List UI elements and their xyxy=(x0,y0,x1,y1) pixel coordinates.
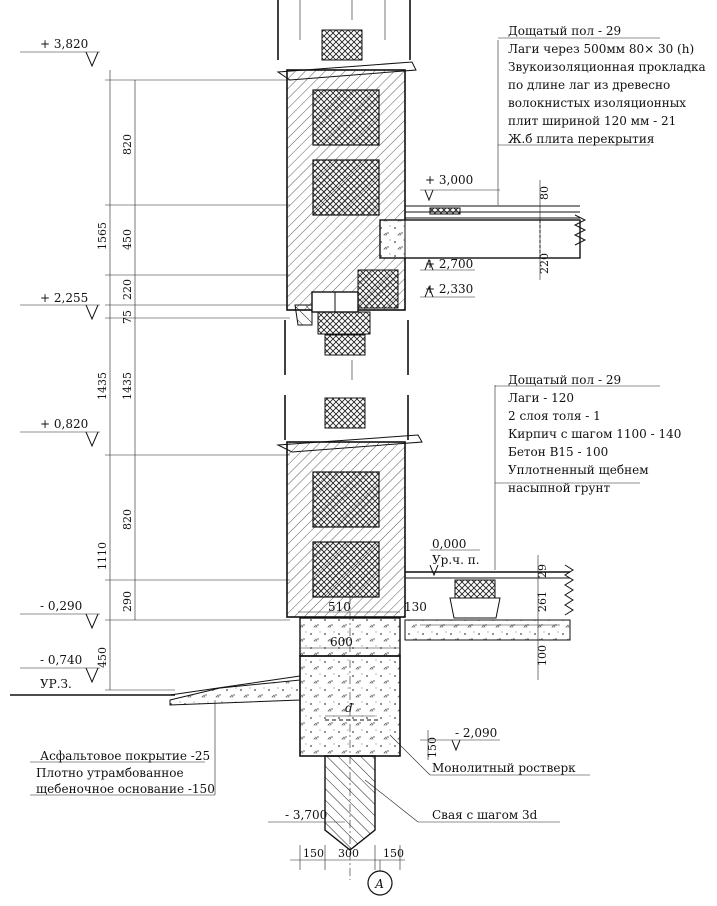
note-upper-7: Ж.б плита перекрытия xyxy=(508,132,654,146)
callout-grillage: Монолитный ростверк xyxy=(432,761,576,775)
note-lower-6: Уплотненный щебнем xyxy=(508,463,649,477)
wall-upper xyxy=(276,0,417,380)
level-minus-0290: - 0,290 xyxy=(40,599,82,613)
note-lower-7: насыпной грунт xyxy=(508,481,610,495)
level-plus-2255: + 2,255 xyxy=(40,291,88,305)
dim-100: 100 xyxy=(536,645,549,666)
dim-bottom-300: 300 xyxy=(338,847,359,860)
callout-pile: Свая с шагом 3d xyxy=(432,808,538,822)
floor-slab-upper xyxy=(379,205,587,259)
level-plus-0820: + 0,820 xyxy=(40,417,88,431)
note-upper-4: по длине лаг из древесно xyxy=(508,78,670,92)
dim-130: 130 xyxy=(404,600,427,614)
dim-29: 29 xyxy=(536,564,549,578)
dim-290: 290 xyxy=(121,591,134,612)
ground-floor xyxy=(404,564,574,641)
note-lower-1: Дощатый пол - 29 xyxy=(508,373,621,387)
dim-d: d xyxy=(345,701,353,715)
note-pavement-2: Плотно утрамбованное xyxy=(36,766,184,780)
note-upper-2: Лаги через 500мм 80× 30 (h) xyxy=(508,42,694,56)
level-plus-3820: + 3,820 xyxy=(40,37,88,51)
dim-1565: 1565 xyxy=(96,222,109,250)
dim-bottom-150-left: 150 xyxy=(303,847,324,860)
note-upper-1: Дощатый пол - 29 xyxy=(508,24,621,38)
notes-upper-floor: Дощатый пол - 29 Лаги через 500мм 80× 30… xyxy=(508,24,706,146)
dim-220: 220 xyxy=(121,279,134,300)
dim-510: 510 xyxy=(328,600,351,614)
dim-1110: 1110 xyxy=(96,542,109,570)
note-lower-5: Бетон В15 - 100 xyxy=(508,445,608,459)
level-minus-0740: - 0,740 xyxy=(40,653,82,667)
dim-820-lower: 820 xyxy=(121,509,134,530)
ground-level-label: УР.З. xyxy=(40,677,72,691)
dim-450-lower: 450 xyxy=(96,647,109,668)
wall-lower xyxy=(276,395,423,618)
level-0000: 0,000 xyxy=(432,537,466,551)
note-upper-5: волокнистых изоляционных xyxy=(508,96,686,110)
note-pavement-1: Асфальтовое покрытие -25 xyxy=(40,749,210,763)
level-plus-2700: + 2,700 xyxy=(425,257,473,271)
note-lower-3: 2 слоя толя - 1 xyxy=(508,409,601,423)
bottom-dimension-chain xyxy=(290,611,405,896)
dim-1435-outer: 1435 xyxy=(96,372,109,400)
level-minus-3700: - 3,700 xyxy=(285,808,327,822)
dim-220-right: 220 xyxy=(538,253,551,274)
note-upper-3: Звукоизоляционная прокладка xyxy=(508,60,706,74)
notes-ground-floor: Дощатый пол - 29 Лаги - 120 2 слоя толя … xyxy=(508,373,681,495)
dim-820-upper: 820 xyxy=(121,134,134,155)
clean-floor-level-label: Ур.ч. п. xyxy=(432,553,480,567)
left-dimension-chain xyxy=(20,51,290,691)
leader-lines xyxy=(30,37,660,823)
level-minus-2090: - 2,090 xyxy=(455,726,497,740)
axis-label: А xyxy=(374,877,384,891)
note-upper-6: плит шириной 120 мм - 21 xyxy=(508,114,676,128)
dim-1435-inner: 1435 xyxy=(121,372,134,400)
pavement xyxy=(10,675,301,706)
foundation xyxy=(299,580,401,880)
dim-261: 261 xyxy=(536,591,549,612)
dim-600: 600 xyxy=(330,635,353,649)
note-lower-2: Лаги - 120 xyxy=(508,391,574,405)
level-plus-2330: + 2,330 xyxy=(425,282,473,296)
note-pavement-3: щебеночное основание -150 xyxy=(36,782,215,796)
dim-80: 80 xyxy=(538,186,551,200)
dim-150-right: 150 xyxy=(426,737,439,758)
notes-pavement: Асфальтовое покрытие -25 Плотно утрамбов… xyxy=(36,749,215,796)
dim-bottom-150-right: 150 xyxy=(383,847,404,860)
dim-75: 75 xyxy=(121,310,134,324)
level-plus-3000: + 3,000 xyxy=(425,173,473,187)
right-level-marks xyxy=(268,40,541,823)
note-lower-4: Кирпич с шагом 1100 - 140 xyxy=(508,427,681,441)
dim-450-upper: 450 xyxy=(121,229,134,250)
